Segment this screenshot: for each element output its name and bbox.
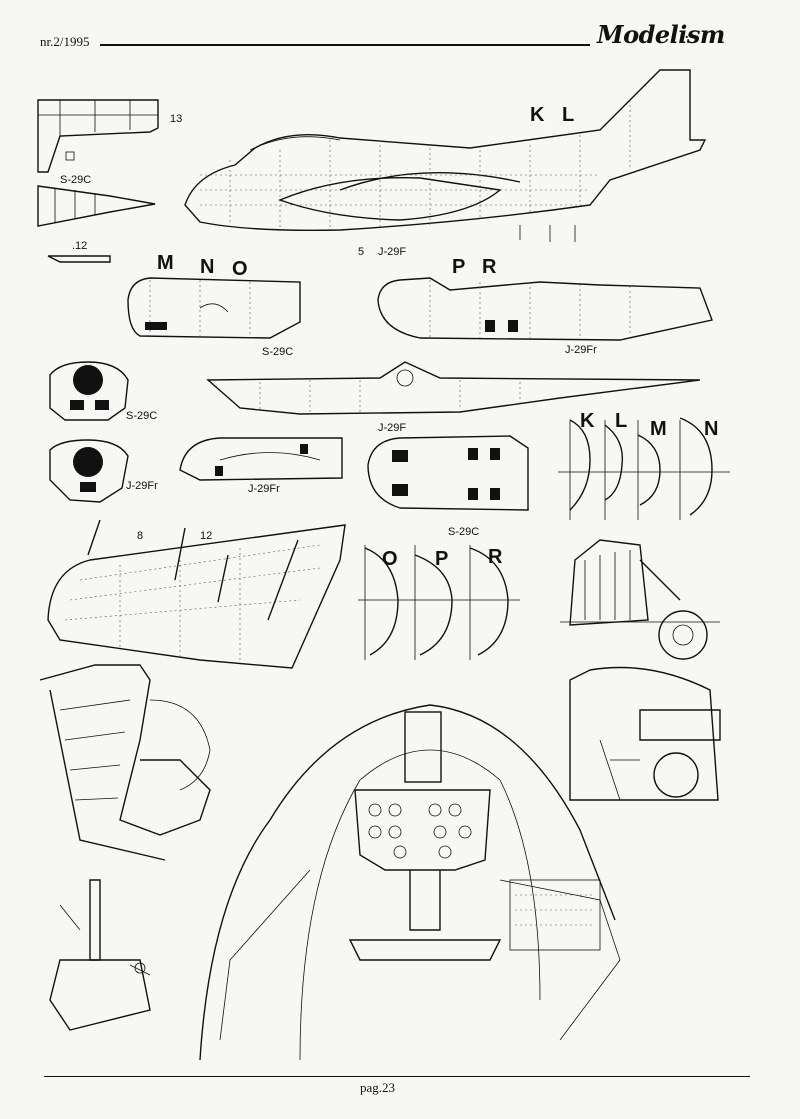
fuselage-plan-j29f xyxy=(206,361,701,415)
label-s29c-lower: S-29C xyxy=(448,526,480,538)
landing-gear-drawing xyxy=(560,539,720,660)
cross-section-l: L xyxy=(615,410,628,432)
section-k-mark: K xyxy=(530,104,545,126)
cross-section-p: P xyxy=(435,548,449,570)
section-l-mark: L xyxy=(562,104,575,126)
magazine-logo: Modelism xyxy=(597,20,725,49)
header-rule xyxy=(100,44,590,46)
label-j29fr-nose: J-29Fr xyxy=(565,344,597,356)
lower-nose-s29c xyxy=(367,435,529,511)
label-8: 8 xyxy=(137,530,144,542)
cross-sections-klmn xyxy=(558,417,730,520)
label-s29c-nose: S-29C xyxy=(262,346,294,358)
label-j29fr-front: J-29Fr xyxy=(126,480,158,492)
page-number: pag.23 xyxy=(360,1080,396,1095)
cross-section-o: O xyxy=(382,548,398,570)
section-o-mark: O xyxy=(232,258,248,280)
cross-section-m: M xyxy=(650,418,667,440)
wheel-well-drawing xyxy=(569,666,721,801)
label-12-probe: .12 xyxy=(72,240,88,252)
label-j29f-fuselage: J-29F xyxy=(378,422,407,434)
footer-rule xyxy=(44,1076,750,1077)
label-s29c-front: S-29C xyxy=(126,410,158,422)
cross-section-n: N xyxy=(704,418,719,440)
issue-number: nr.2/1995 xyxy=(40,34,90,49)
label-5: 5 xyxy=(358,246,365,258)
aircraft-side-view xyxy=(184,69,707,242)
front-view-s29c xyxy=(49,361,129,421)
cockpit-drawing xyxy=(199,704,621,1061)
section-n-mark: N xyxy=(200,256,215,278)
ejection-seat-drawing xyxy=(39,664,211,861)
label-13: 13 xyxy=(170,113,183,125)
nose-section-s29c xyxy=(127,277,301,339)
logo-dots: ... xyxy=(680,22,694,42)
label-s29c-tail: S-29C xyxy=(60,174,92,186)
label-j29fr-lower: J-29Fr xyxy=(248,483,280,495)
section-r-mark: R xyxy=(482,256,497,278)
section-m-mark: M xyxy=(157,252,174,274)
control-stick-drawing xyxy=(49,879,151,1031)
pitot-probe xyxy=(47,255,111,263)
tail-fin-side-view xyxy=(37,99,159,173)
cross-section-k: K xyxy=(580,410,595,432)
label-12-wing: 12 xyxy=(200,530,213,542)
nose-section-j29fr xyxy=(377,277,713,341)
front-view-j29fr xyxy=(49,439,129,503)
label-j29f-side: J-29F xyxy=(378,246,407,258)
section-p-mark: P xyxy=(452,256,466,278)
tail-fin-top-view xyxy=(37,185,156,227)
cross-sections-opr xyxy=(358,545,520,660)
lower-nose-j29fr xyxy=(179,437,343,481)
cross-section-r: R xyxy=(488,546,503,568)
wing-plan-view xyxy=(47,519,346,669)
